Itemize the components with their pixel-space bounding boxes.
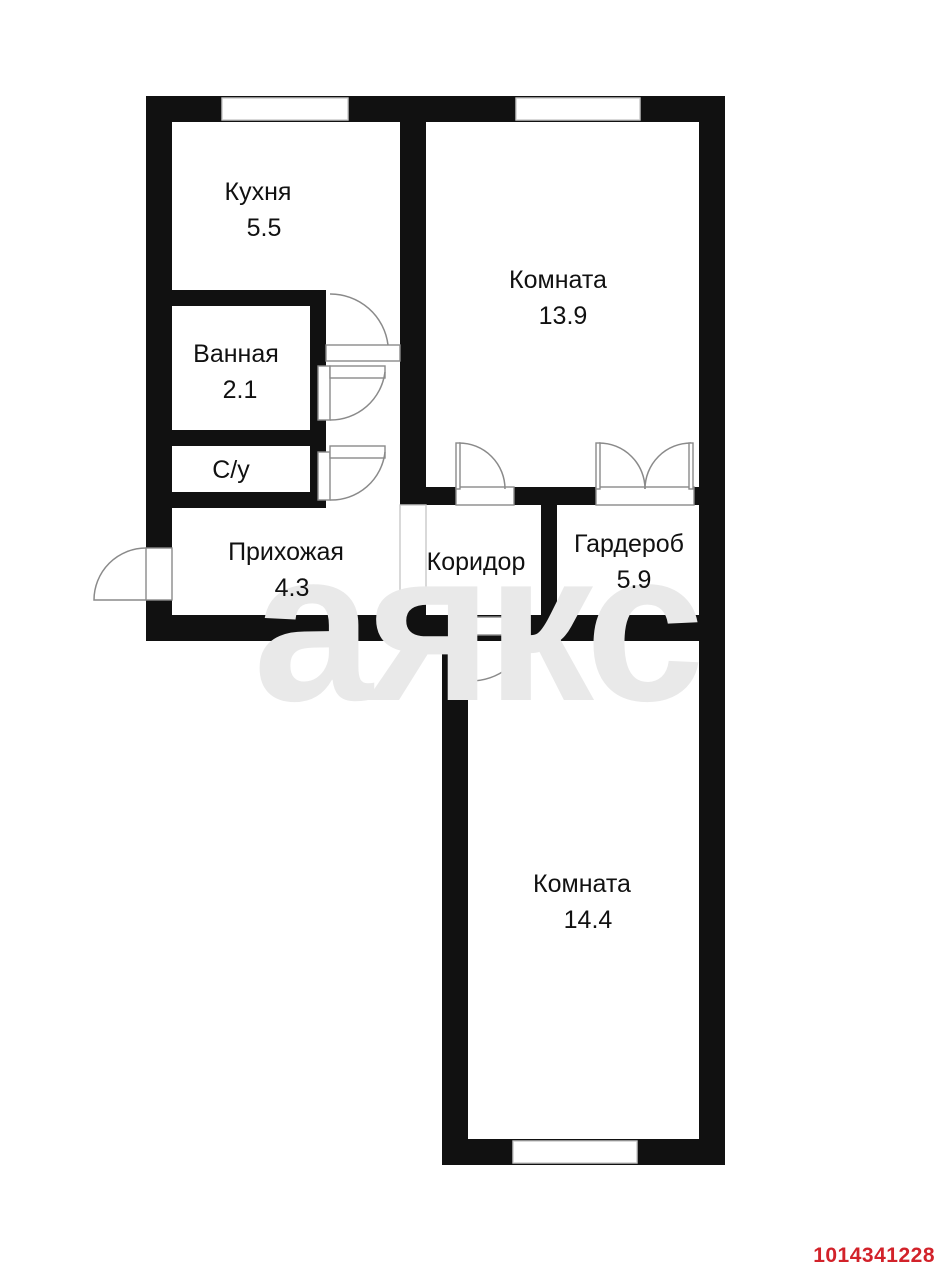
room-area-bathroom: 2.1 [223,376,258,404]
kitchen-window [221,97,349,121]
bathroom-door-leaf [317,365,331,421]
corridor-door-arc [458,442,506,490]
living-room-top-window [515,97,641,121]
watermark: аякс [253,505,699,746]
living-room-bottom-door-arc [469,634,531,682]
wall-stub-bath-upper [310,345,326,361]
room-name-bathroom: Ванная [193,340,279,368]
living-room-bottom-window [512,1140,638,1164]
room-area-wardrobe: 5.9 [617,566,652,594]
room-label-corridor: Коридор [427,548,526,576]
wall-bathroom-bottom [160,430,326,446]
corridor-door-leaf [455,486,515,506]
room-area-living-room-top: 13.9 [539,302,588,330]
room-name-kitchen: Кухня [225,178,292,206]
wardrobe-door-leaf [595,486,695,506]
corridor-door-panel [455,442,461,490]
listing-id: 1014341228 [813,1244,935,1267]
room-label-living-room-top: Комната 13.9 [509,266,607,330]
corridor-side-opening-pane [399,504,427,602]
room-label-hallway: Прихожая 4.3 [228,538,344,602]
toilet-door-panel [329,445,386,459]
room-label-kitchen: Кухня 5.5 [225,178,292,242]
wall-toilet-bottom [160,492,326,508]
room-label-living-room-bottom: Комната 14.4 [533,870,631,934]
room-name-wardrobe: Гардероб [574,530,684,558]
wall-kitchen-bottom [160,290,326,306]
wall-bottom-room-left [442,615,468,1165]
room-label-layer: Кухня 5.5 Комната 13.9 Ванная 2.1 С/у Пр… [193,178,684,934]
living-room-bottom-door-leaf [467,616,531,636]
room-name-hallway: Прихожая [228,538,344,566]
wardrobe-door-arc-left [598,442,646,490]
toilet-door-leaf [317,451,331,501]
door-layer [93,293,695,682]
room-label-wardrobe: Гардероб 5.9 [574,530,684,594]
room-name-living-room-top: Комната [509,266,607,294]
kitchen-door-arc [329,293,389,346]
wall-corridor-wardrobe [541,487,557,641]
wardrobe-door-panel-right [688,442,694,490]
room-area-kitchen: 5.5 [247,214,282,242]
room-name-living-room-bottom: Комната [533,870,631,898]
kitchen-door-leaf [325,344,401,362]
entrance-door-arc [93,547,147,601]
wardrobe-door-arc-right [644,442,692,490]
bathroom-door-arc [329,371,386,421]
wardrobe-door-panel-left [595,442,601,490]
room-label-bathroom: Ванная 2.1 [193,340,279,404]
room-name-toilet: С/у [212,456,250,484]
wall-bottom-room-right [699,615,725,1165]
room-area-hallway: 4.3 [275,574,310,602]
room-name-corridor: Коридор [427,548,526,576]
room-label-toilet: С/у [212,456,250,484]
entrance-door-leaf [145,547,173,601]
room-area-living-room-bottom: 14.4 [564,906,613,934]
toilet-door-arc [329,451,386,501]
wall-exterior-right-upper [699,96,725,641]
window-layer [221,97,641,1164]
bathroom-door-panel [329,365,386,379]
